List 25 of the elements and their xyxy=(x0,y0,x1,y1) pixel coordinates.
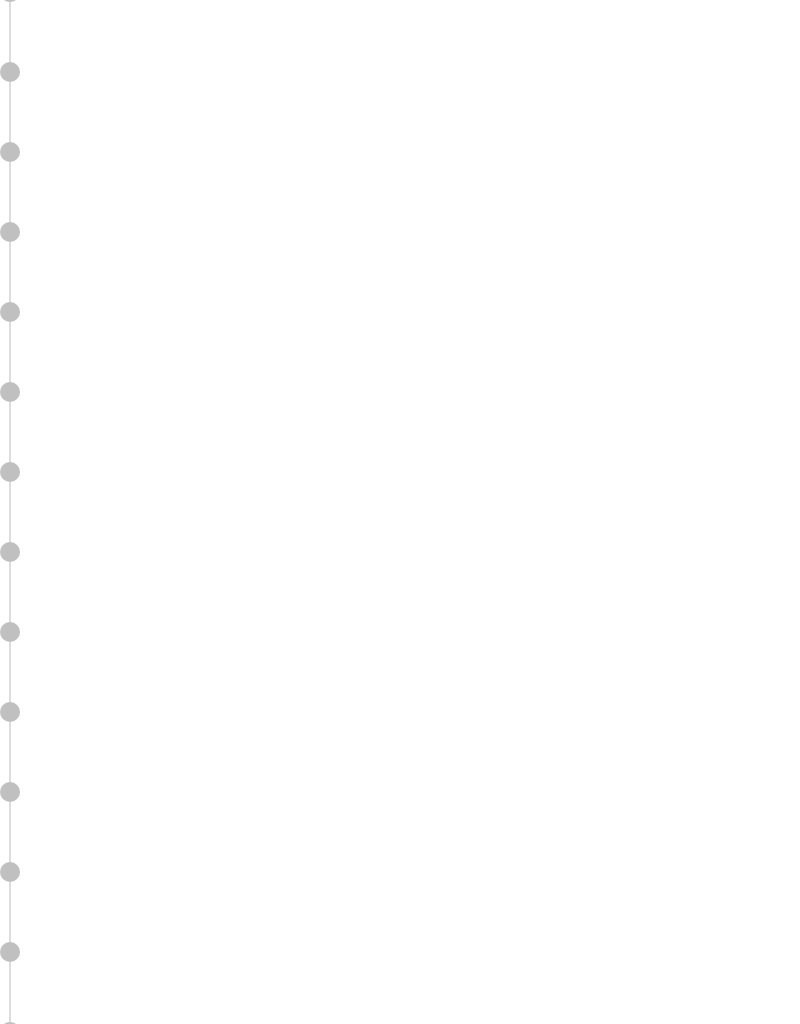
timeline-line xyxy=(9,481,11,543)
timeline-dot xyxy=(0,302,20,322)
timeline-line xyxy=(9,161,11,223)
timeline-dot xyxy=(0,702,20,722)
timeline-dot xyxy=(0,542,20,562)
timeline-dot xyxy=(0,862,20,882)
timeline-line xyxy=(9,561,11,623)
timeline-line xyxy=(9,1,11,63)
timeline-line xyxy=(9,801,11,863)
timeline-dot xyxy=(0,782,20,802)
timeline-dot xyxy=(0,382,20,402)
timeline-line xyxy=(9,881,11,943)
timeline-dot xyxy=(0,222,20,242)
timeline-line xyxy=(9,721,11,783)
timeline-dot xyxy=(0,62,20,82)
timeline-line xyxy=(9,961,11,1023)
timeline-line xyxy=(9,321,11,383)
timeline-line xyxy=(9,641,11,703)
timeline-line xyxy=(9,241,11,303)
timeline-line xyxy=(9,401,11,463)
timeline-dot xyxy=(0,142,20,162)
timeline-dot xyxy=(0,942,20,962)
timeline-dot xyxy=(0,622,20,642)
timeline-dot xyxy=(0,462,20,482)
timeline-line xyxy=(9,81,11,143)
